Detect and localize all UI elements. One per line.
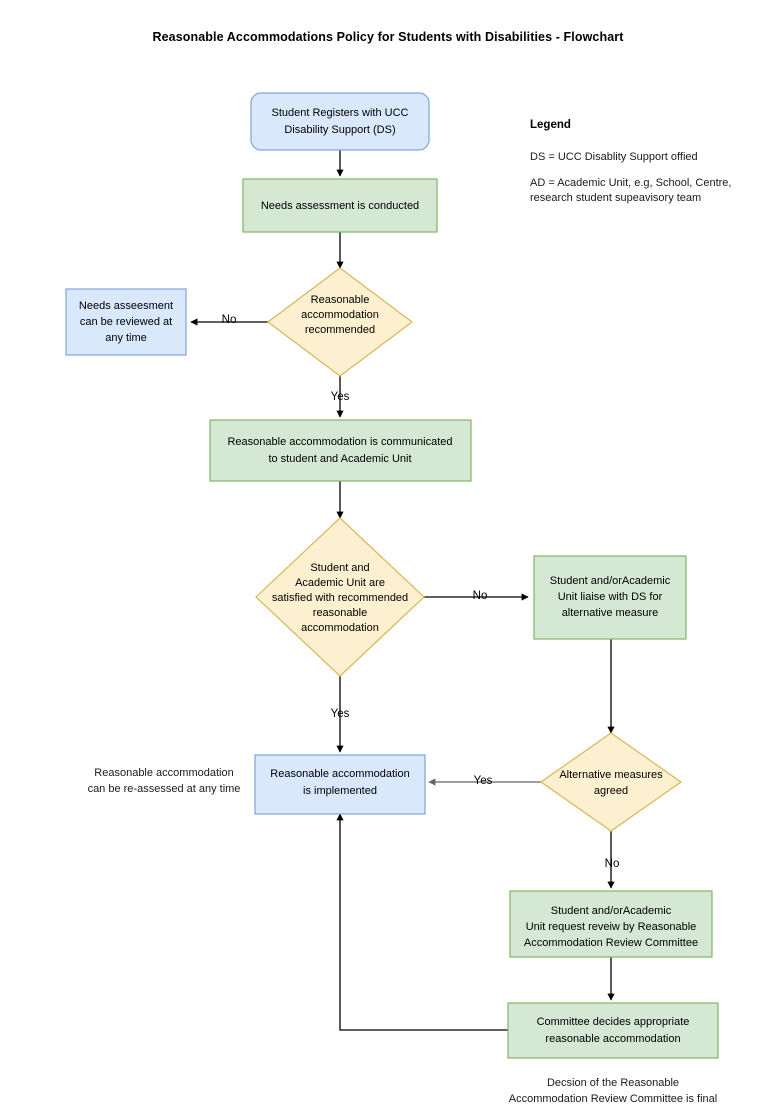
node-decision-alternative-line-0: Alternative measures [559,769,663,781]
node-liaise-ds-line-0: Student and/orAcademic [550,575,671,587]
node-review-anytime-line-1: can be reviewed at [80,316,172,328]
node-implemented-line-1: is implemented [303,785,377,797]
node-review-anytime[interactable]: Needs asseesment can be reviewed at any … [65,288,187,356]
node-register[interactable]: Student Registers with UCC Disability Su… [250,92,430,151]
node-committee-decides-line-0: Committee decides appropriate [537,1016,690,1028]
node-decision-recommended-line-1: accommodation [301,309,379,321]
node-communicated[interactable]: Reasonable accommodation is communicated… [209,419,472,482]
node-register-shape[interactable] [250,92,430,151]
legend: Legend DS = UCC Disablity Support offied… [530,119,731,204]
node-decision-recommended-line-0: Reasonable [311,294,370,306]
node-communicated-line-1: to student and Academic Unit [268,453,411,465]
node-decision-recommended-line-2: recommended [305,324,375,336]
edge-label-layer: No Yes No Yes Yes No [222,314,620,870]
edge-committee-to-implemented [336,813,509,1031]
node-decision-satisfied-line-3: reasonable [313,607,367,619]
node-decision-alternative-shape[interactable] [539,732,683,832]
node-request-review-line-2: Accommodation Review Committee [524,937,698,949]
node-committee-decides-shape[interactable] [507,1002,719,1059]
annotation-final-line-1: Accommodation Review Committee is final [509,1093,717,1105]
node-decision-recommended[interactable]: Reasonable accommodation recommended [267,267,413,377]
node-review-anytime-line-0: Needs asseesment [79,300,173,312]
legend-entry-ds: DS = UCC Disablity Support offied [530,151,698,163]
annotation-reassessed-line-1: can be re-assessed at any time [88,783,241,795]
node-review-anytime-line-2: any time [105,332,147,344]
annotation-final-line-0: Decsion of the Reasonable [547,1077,679,1089]
edge-label-no-recommended: No [222,314,237,326]
node-communicated-line-0: Reasonable accommodation is communicated [227,436,452,448]
node-request-review-line-0: Student and/orAcademic [551,905,672,917]
node-decision-satisfied-line-0: Student and [310,562,369,574]
edge-label-yes-alternative: Yes [474,775,493,787]
annotation-reassessed-line-0: Reasonable accommodation [94,767,233,779]
node-needs-assessment[interactable]: Needs assessment is conducted [242,178,438,233]
node-decision-recommended-shape[interactable] [267,267,413,377]
node-request-review[interactable]: Student and/orAcademic Unit request reve… [509,890,713,958]
node-implemented-shape[interactable] [254,754,426,815]
node-register-line-0: Student Registers with UCC [272,107,409,119]
node-needs-assessment-shape[interactable] [242,178,438,233]
edge-label-no-alternative: No [605,858,620,870]
node-liaise-ds-line-2: alternative measure [562,607,659,619]
page-title: Reasonable Accommodations Policy for Stu… [152,30,624,44]
node-request-review-line-1: Unit request reveiw by Reasonable [526,921,697,933]
edge-label-yes-recommended: Yes [331,391,350,403]
node-liaise-ds[interactable]: Student and/orAcademic Unit liaise with … [533,555,687,640]
node-decision-satisfied-shape[interactable] [255,517,425,677]
node-committee-decides[interactable]: Committee decides appropriate reasonable… [507,1002,719,1059]
node-register-line-1: Disability Support (DS) [284,124,395,136]
edge-layer [190,150,615,1031]
node-committee-decides-line-1: reasonable accommodation [545,1033,680,1045]
annotation-reassessed: Reasonable accommodation can be re-asses… [88,767,241,795]
edge-label-no-satisfied: No [473,590,488,602]
node-decision-alternative[interactable]: Alternative measures agreed [539,732,683,832]
node-request-review-shape[interactable] [509,890,713,958]
node-implemented-line-0: Reasonable accommodation [270,768,409,780]
node-decision-satisfied-line-1: Academic Unit are [295,577,385,589]
node-implemented[interactable]: Reasonable accommodation is implemented [254,754,426,815]
node-needs-assessment-line-0: Needs assessment is conducted [261,200,419,212]
annotation-final: Decsion of the Reasonable Accommodation … [509,1077,717,1105]
legend-heading: Legend [530,119,571,131]
node-decision-alternative-line-1: agreed [594,785,628,797]
legend-entry-ad-line-1: research student supeavisory team [530,192,701,204]
node-decision-satisfied[interactable]: Student and Academic Unit are satisfied … [255,517,425,677]
edge-label-yes-satisfied: Yes [331,708,350,720]
node-decision-satisfied-line-2: satisfied with recommended [272,592,408,604]
node-liaise-ds-line-1: Unit liaise with DS for [558,591,663,603]
node-liaise-ds-shape[interactable] [533,555,687,640]
node-review-anytime-shape[interactable] [65,288,187,356]
legend-entry-ad-line-0: AD = Academic Unit, e.g, School, Centre, [530,177,731,189]
node-communicated-shape[interactable] [209,419,472,482]
node-decision-satisfied-line-4: accommodation [301,622,379,634]
